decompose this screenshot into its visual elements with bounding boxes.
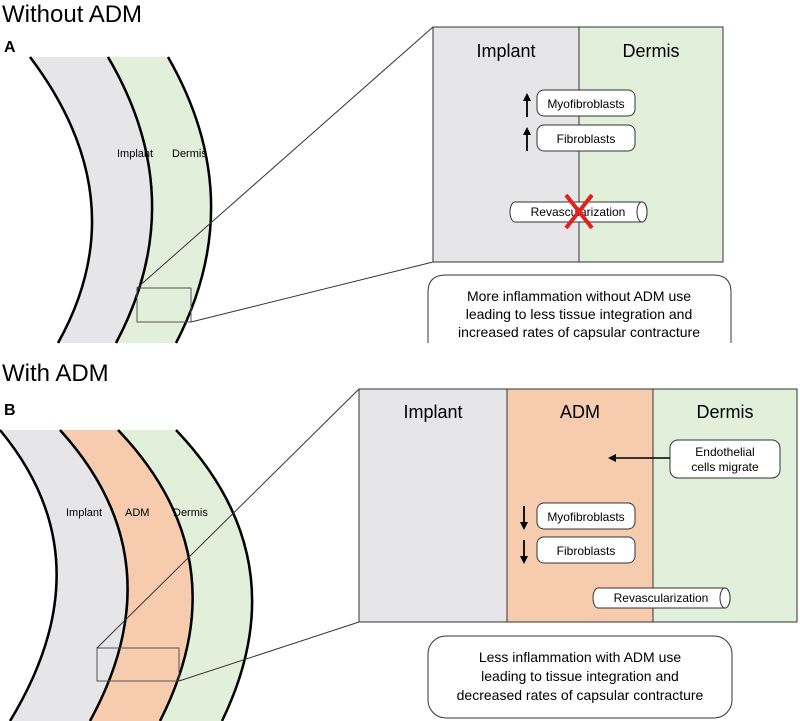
blocked-x-icon	[564, 193, 594, 230]
revascularization-label: Revascularization	[614, 591, 709, 605]
caption-line: leading to less tissue integration and	[466, 306, 692, 322]
fibroblasts-label: Fibroblasts	[557, 544, 616, 558]
curve-line	[106, 56, 154, 344]
vessel-tube-end	[636, 201, 648, 223]
zoom-region	[136, 287, 192, 323]
curve-label-implant: Implant	[66, 507, 102, 519]
curve-line	[59, 429, 129, 721]
myofibroblasts-label: Myofibroblasts	[547, 510, 624, 524]
zoom-frame	[432, 26, 724, 263]
dermis-layer	[108, 57, 212, 343]
panel-a-heading: Without ADM	[2, 1, 142, 28]
fibroblasts-label: Fibroblasts	[557, 132, 616, 146]
zoom-frame	[358, 388, 798, 623]
curve-line	[117, 429, 194, 721]
caption-line: increased rates of capsular contracture	[458, 324, 700, 340]
zoom-title-implant: Implant	[476, 41, 535, 61]
curve-label-dermis: Dermis	[172, 148, 207, 160]
zoom-line	[190, 261, 434, 323]
panel-a-zoom-box: Implant Dermis Myofibroblasts Fibroblast…	[432, 26, 724, 263]
panel-a-curves: Implant Dermis	[29, 56, 213, 344]
zoom-title-dermis: Dermis	[697, 402, 754, 422]
myofibroblasts-box	[536, 502, 636, 530]
zoom-dermis	[653, 389, 797, 622]
fibroblasts-box	[536, 124, 636, 152]
caption-line: decreased rates of capsular contracture	[457, 687, 704, 703]
panel-a-caption: More inflammation without ADM use leadin…	[427, 274, 732, 343]
panel-b: With ADM B Implant ADM Dermis Implant AD	[0, 360, 798, 721]
caption-box	[427, 274, 732, 343]
fibroblasts-box	[536, 536, 636, 564]
zoom-implant	[359, 389, 507, 622]
panel-b-heading: With ADM	[2, 360, 109, 387]
zoom-title-adm: ADM	[560, 402, 600, 422]
zoom-line	[178, 621, 360, 682]
zoom-title-dermis: Dermis	[623, 41, 680, 61]
endothelial-box	[669, 439, 781, 479]
panel-b-caption: Less inflammation with ADM use leading t…	[427, 635, 733, 719]
caption-line: More inflammation without ADM use	[467, 288, 691, 304]
zoom-region	[96, 647, 180, 682]
zoom-line	[96, 388, 360, 649]
zoom-line	[136, 26, 434, 289]
x-stroke	[564, 193, 594, 230]
endothelial-label: Endothelial	[695, 445, 754, 459]
panel-b-letter: B	[4, 402, 16, 419]
zoom-title-implant: Implant	[403, 402, 462, 422]
panel-a-letter: A	[4, 39, 16, 56]
curve-line	[175, 429, 254, 721]
curve-line	[0, 429, 58, 721]
caption-line: Less inflammation with ADM use	[479, 649, 682, 665]
myofibroblasts-box	[536, 89, 636, 117]
panel-b-zoom-box: Implant ADM Dermis Endothelial cells mig…	[358, 388, 798, 623]
curve-label-dermis: Dermis	[173, 507, 208, 519]
implant-layer	[0, 430, 128, 721]
curve-line	[166, 56, 213, 344]
panel-b-curves: Implant ADM Dermis	[0, 429, 254, 721]
dermis-layer	[118, 430, 253, 721]
panel-a: Without ADM A Implant Dermis Implant Der…	[2, 1, 732, 344]
curve-label-adm: ADM	[125, 507, 149, 519]
vessel-tube-end	[719, 587, 731, 609]
myofibroblasts-label: Myofibroblasts	[547, 97, 624, 111]
curve-label-implant: Implant	[117, 148, 153, 160]
endothelial-label: cells migrate	[691, 460, 759, 474]
caption-box	[427, 635, 733, 719]
curve-line	[29, 56, 94, 344]
caption-line: leading to tissue integration and	[481, 668, 679, 684]
